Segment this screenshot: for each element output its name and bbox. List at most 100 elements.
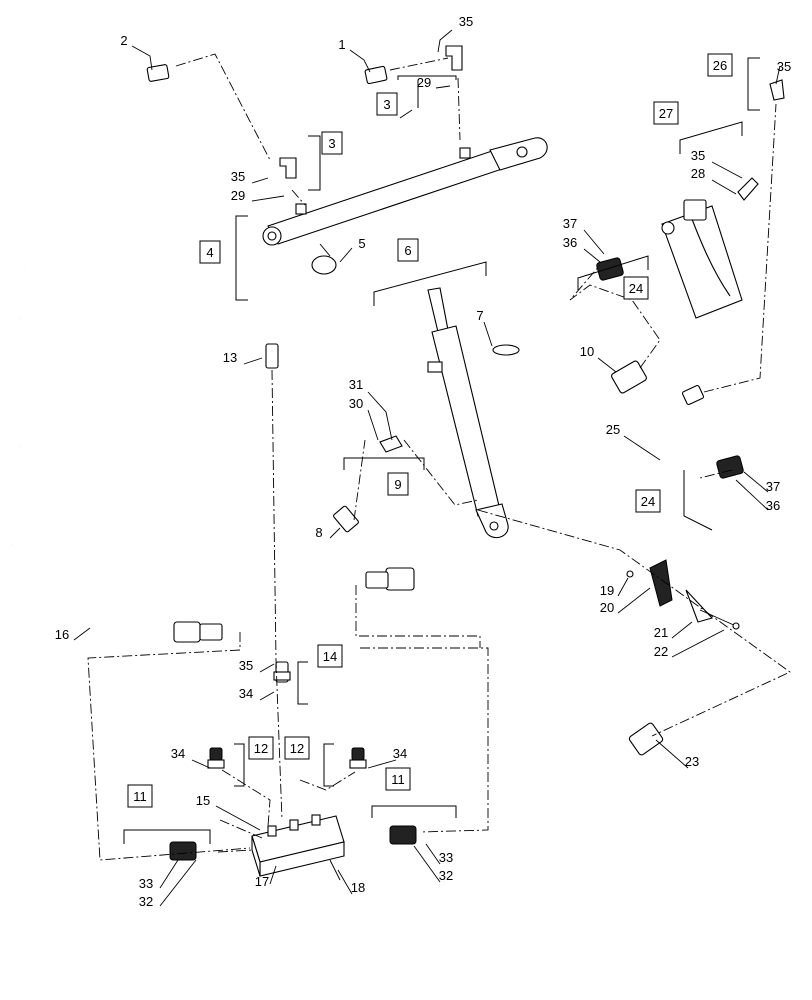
- callout-c33b: 33: [439, 850, 453, 865]
- hose-group: [10, 71, 691, 1000]
- coupler-36-top: [596, 257, 624, 281]
- hose-16: [11, 544, 181, 633]
- callout-c16: 16: [55, 627, 69, 642]
- callout-c21: 21: [654, 625, 668, 640]
- callout-c35c: 35: [691, 148, 705, 163]
- callout-c28: 28: [691, 166, 705, 181]
- callout-c23: 23: [685, 754, 699, 769]
- boxed-callout-b24b: 24: [635, 489, 661, 513]
- callout-c22: 22: [654, 644, 668, 659]
- union-fitting-14: [273, 661, 291, 683]
- callout-c10: 10: [580, 344, 594, 359]
- boxed-callout-b24a: 24: [623, 276, 649, 300]
- callout-box-label: 11: [391, 772, 405, 787]
- callout-c30: 30: [349, 396, 363, 411]
- coupler-36-right: [716, 455, 744, 479]
- callout-c32b: 32: [439, 868, 453, 883]
- callout-box-label: 26: [713, 58, 727, 73]
- elbow-fitting-28: [737, 177, 759, 201]
- coupler-32-left: [169, 841, 197, 861]
- coupler-32-right: [389, 825, 417, 845]
- plug-12-group: [207, 747, 367, 769]
- cylinder-6: [427, 287, 509, 539]
- callout-c35d: 35: [777, 59, 791, 74]
- callout-c34b: 34: [171, 746, 185, 761]
- manifold-block-17: [251, 814, 345, 881]
- callout-box-label: 24: [629, 281, 643, 296]
- callout-box-label: 6: [404, 243, 411, 258]
- callout-box-frame: [376, 92, 398, 116]
- callout-c37a: 37: [563, 216, 577, 231]
- callout-c25: 25: [606, 422, 620, 437]
- boxed-callout-b26: 26: [707, 53, 733, 77]
- boxed-callout-b12a: 12: [248, 736, 274, 760]
- callout-box-label: 9: [394, 477, 401, 492]
- callout-c35e: 35: [239, 658, 253, 673]
- callout-box-frame: [248, 736, 274, 760]
- callout-box-label: 27: [659, 106, 673, 121]
- elbow-fitting-35-right: [769, 79, 785, 101]
- callout-c34c: 34: [393, 746, 407, 761]
- callout-box-label: 14: [323, 649, 337, 664]
- callout-box-frame: [385, 767, 411, 791]
- callout-c1: 1: [338, 37, 345, 52]
- callout-box-frame: [653, 101, 679, 125]
- boxed-callout-b6: 6: [397, 238, 419, 262]
- callout-c32a: 32: [139, 894, 153, 909]
- callout-box-label: 3: [383, 97, 390, 112]
- o-ring-5: [311, 255, 337, 275]
- callout-c8: 8: [315, 525, 322, 540]
- cylinder-4: [262, 137, 548, 246]
- callout-box-label: 12: [254, 741, 268, 756]
- boxed-callout-b4: 4: [199, 240, 221, 264]
- callout-c7: 7: [476, 308, 483, 323]
- hose-fittings: [146, 64, 705, 756]
- elbow-fittings: [279, 45, 785, 453]
- callout-c15: 15: [196, 793, 210, 808]
- callout-box-frame: [397, 238, 419, 262]
- elbow-fitting-30: [379, 435, 403, 453]
- routing-lines: [87, 53, 791, 861]
- boxed-callout-b14: 14: [317, 644, 343, 668]
- control-valve: [661, 199, 743, 319]
- callout-c35a: 35: [459, 14, 473, 29]
- callout-c37b: 37: [766, 479, 780, 494]
- callout-c18: 18: [351, 880, 365, 895]
- boxed-callout-b12b: 12: [284, 736, 310, 760]
- callout-c17: 17: [255, 874, 269, 889]
- callout-c29a: 29: [417, 75, 431, 90]
- callout-box-frame: [635, 489, 661, 513]
- callout-box-label: 12: [290, 741, 304, 756]
- bracket-20: [626, 559, 740, 630]
- callout-c29b: 29: [231, 188, 245, 203]
- callout-box-label: 3: [328, 136, 335, 151]
- callout-box-frame: [284, 736, 310, 760]
- callout-box-label: 24: [641, 494, 655, 509]
- callout-box-frame: [387, 472, 409, 496]
- callout-box-frame: [623, 276, 649, 300]
- callout-box-label: 4: [206, 245, 213, 260]
- callout-box-frame: [127, 784, 153, 808]
- o-ring-7: [492, 344, 520, 356]
- boxed-callout-b11a: 11: [127, 784, 153, 808]
- callout-box-label: 11: [133, 789, 147, 804]
- hose-2: [23, 73, 151, 286]
- boxed-callout-b9: 9: [387, 472, 409, 496]
- callout-c36b: 36: [766, 498, 780, 513]
- callout-c31: 31: [349, 377, 363, 392]
- callout-c2: 2: [120, 33, 127, 48]
- callout-box-frame: [321, 131, 343, 155]
- callout-c19: 19: [600, 583, 614, 598]
- callout-box-frame: [707, 53, 733, 77]
- callout-c34a: 34: [239, 686, 253, 701]
- callout-c20: 20: [600, 600, 614, 615]
- callout-c13: 13: [223, 350, 237, 365]
- elbow-fitting-35-cyl: [279, 157, 297, 179]
- boxed-callout-b3b: 3: [321, 131, 343, 155]
- boxed-callout-b3a: 3: [376, 92, 398, 116]
- callout-box-frame: [317, 644, 343, 668]
